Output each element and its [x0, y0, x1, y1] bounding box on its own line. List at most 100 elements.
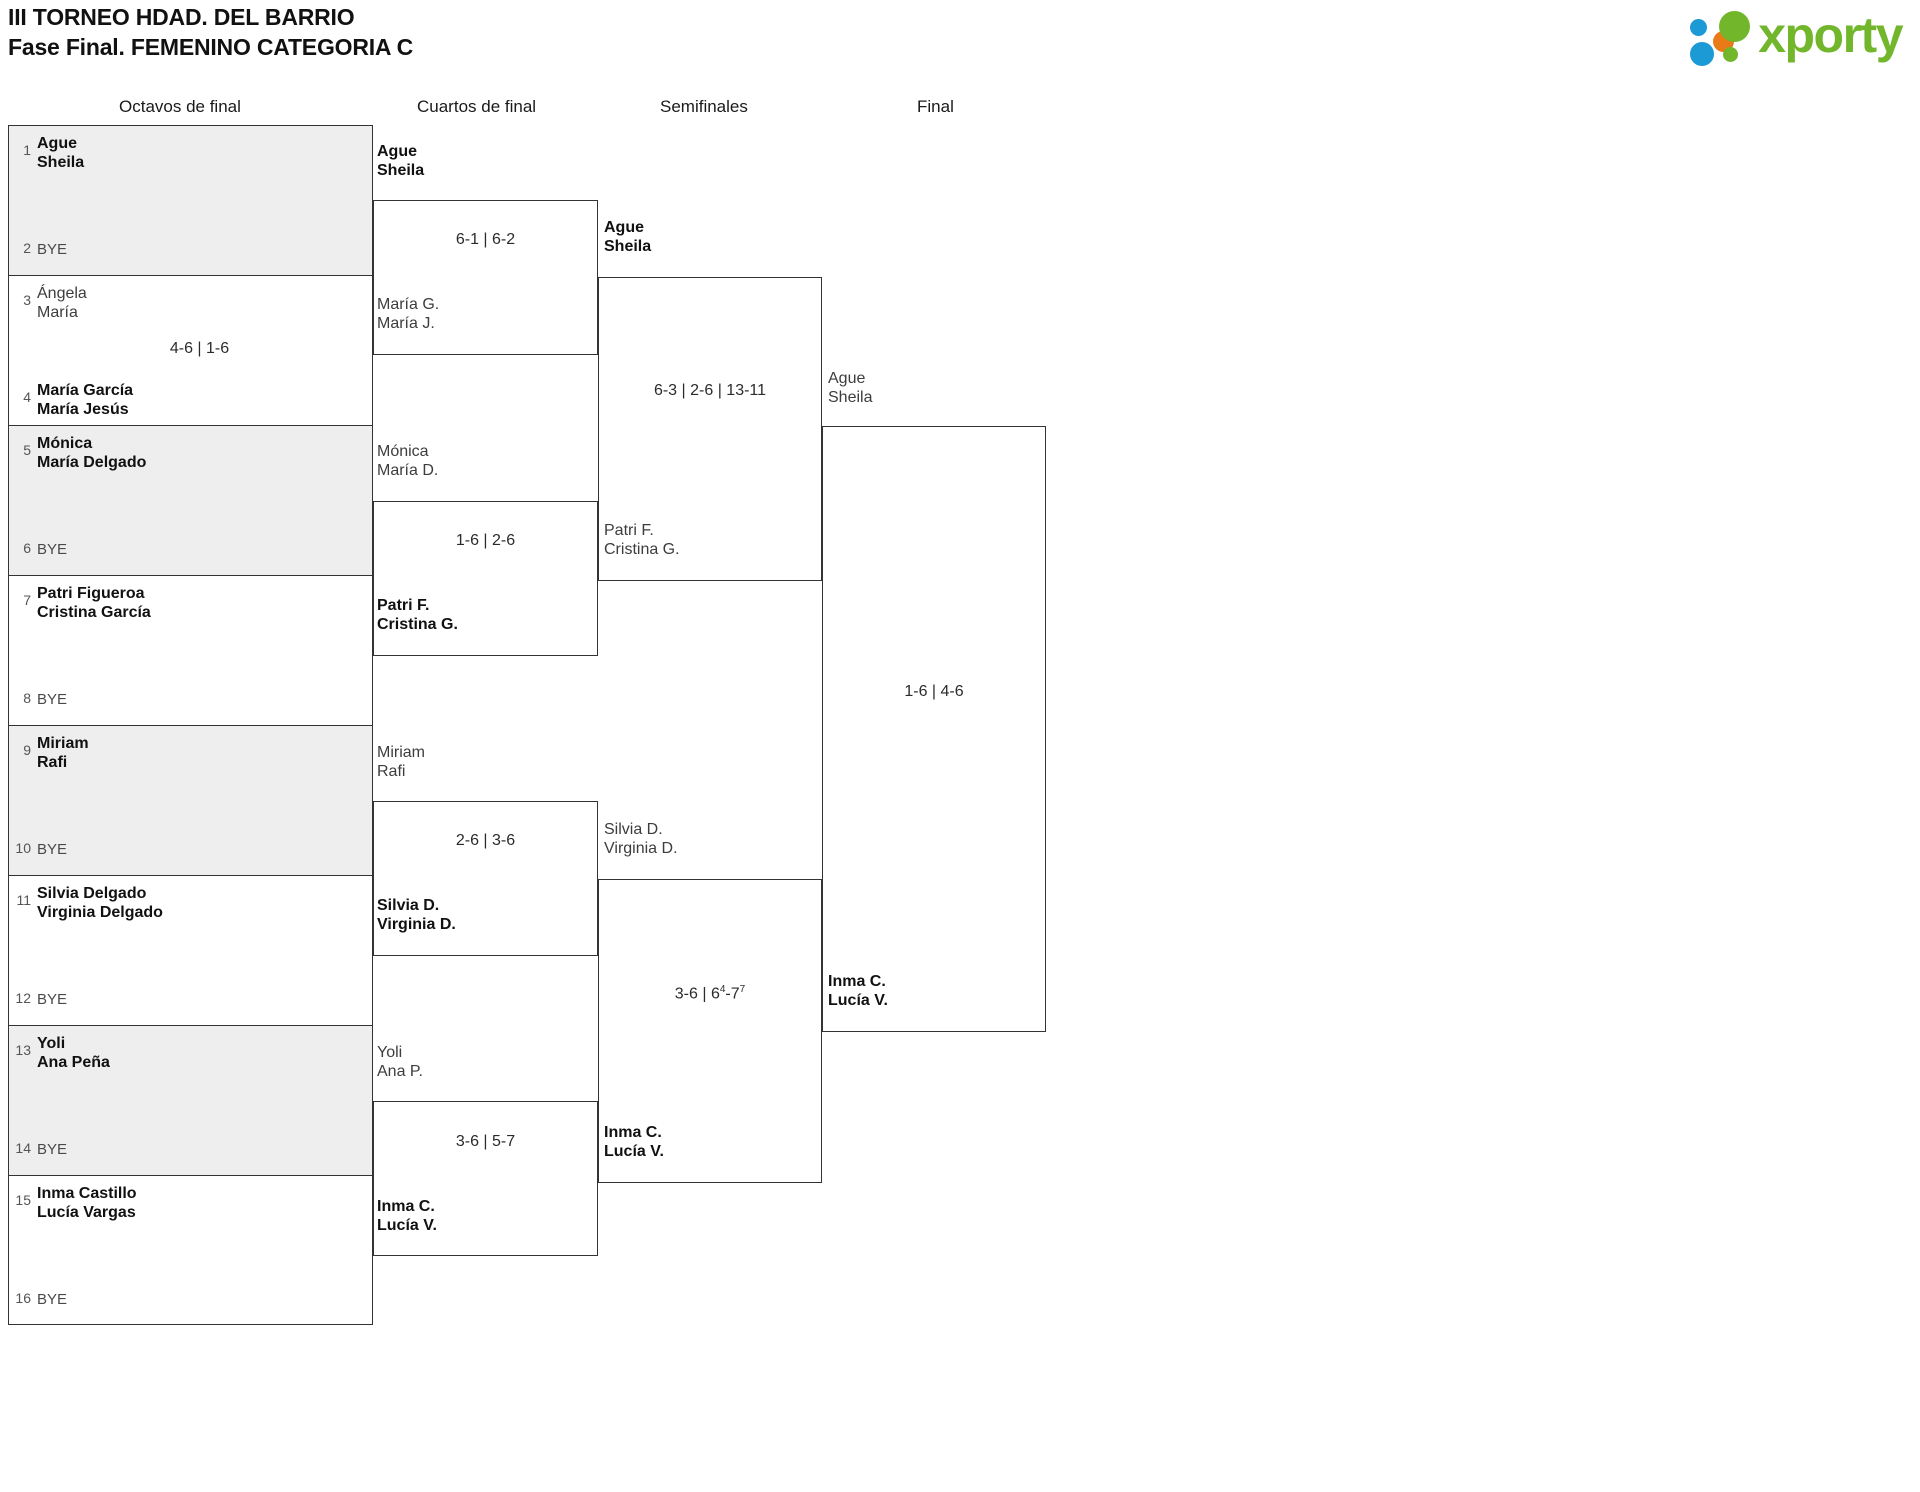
player-1: Patri Figueroa	[37, 585, 145, 602]
r2-match-3-box[interactable]	[373, 801, 598, 956]
r1-m1-top-team[interactable]: 1 Ague Sheila	[9, 134, 372, 172]
r2-m2-bottom-team[interactable]: Patri F. Cristina G.	[377, 596, 458, 634]
r2-m3-top-team[interactable]: Miriam Rafi	[377, 743, 425, 781]
player-2: María J.	[377, 315, 435, 332]
r1-m4-top-team[interactable]: 7 Patri Figueroa Cristina García	[9, 584, 372, 622]
seed-number: 14	[15, 1140, 31, 1156]
player-1: BYE	[37, 841, 68, 858]
r3-m2-score: 3-6 | 64-77	[598, 984, 822, 1003]
r2-m2-score: 1-6 | 2-6	[455, 532, 516, 549]
player-1: Silvia D.	[604, 821, 663, 838]
player-1: Silvia D.	[377, 897, 440, 914]
r3-match-1-box[interactable]	[598, 277, 822, 581]
r1-m7-top-team[interactable]: 13 Yoli Ana Peña	[9, 1034, 372, 1072]
player-2: Sheila	[604, 238, 652, 255]
r3-m1-top-team[interactable]: Ague Sheila	[604, 218, 651, 256]
r1-m3-top-team[interactable]: 5 Mónica María Delgado	[9, 434, 372, 472]
player-1: BYE	[37, 241, 68, 258]
player-1: Ague	[828, 370, 866, 387]
round-header-final: Final	[917, 97, 954, 116]
r1-match-7[interactable]: 13 Yoli Ana Peña 14 BYE	[8, 1025, 373, 1175]
r1-m2-score: 4-6 | 1-6	[169, 340, 230, 357]
round-header-cuartos: Cuartos de final	[417, 97, 537, 116]
player-1: Patri F.	[377, 597, 430, 614]
r1-m2-bottom-team[interactable]: 4 María García María Jesús	[9, 381, 372, 419]
player-1: BYE	[37, 691, 68, 708]
r2-m4-bottom-team[interactable]: Inma C. Lucía V.	[377, 1197, 437, 1235]
player-1: Mónica	[377, 443, 429, 460]
player-2: Virginia D.	[604, 840, 678, 857]
player-1: BYE	[37, 1141, 68, 1158]
seed-number: 7	[23, 592, 31, 608]
r1-m4-bottom-team[interactable]: 8 BYE	[9, 690, 372, 709]
player-2: María Jesús	[37, 401, 129, 418]
r1-match-5[interactable]: 9 Miriam Rafi 10 BYE	[8, 725, 373, 875]
r2-m4-top-team[interactable]: Yoli Ana P.	[377, 1043, 423, 1081]
r2-m1-bottom-team[interactable]: María G. María J.	[377, 295, 439, 333]
player-1: Inma C.	[604, 1124, 662, 1141]
player-2: Ana P.	[377, 1063, 423, 1080]
r1-m1-bottom-team[interactable]: 2 BYE	[9, 240, 372, 259]
player-1: Miriam	[37, 735, 89, 752]
round-header-octavos: Octavos de final	[119, 97, 241, 116]
player-2: Ana Peña	[37, 1054, 110, 1071]
brand-wordmark: xporty	[1758, 7, 1903, 63]
player-1: Yoli	[377, 1044, 403, 1061]
player-1: Ague	[377, 143, 417, 160]
logo-dots-icon	[1690, 9, 1754, 66]
r4-top-team[interactable]: Ague Sheila	[828, 369, 872, 407]
r4-bottom-team[interactable]: Inma C. Lucía V.	[828, 972, 888, 1010]
r1-match-8[interactable]: 15 Inma Castillo Lucía Vargas 16 BYE	[8, 1175, 373, 1325]
r1-m2-top-team[interactable]: 3 Ángela María	[9, 284, 372, 322]
player-1: Inma C.	[377, 1198, 435, 1215]
team-names: BYE	[37, 690, 67, 709]
player-2: Rafi	[377, 763, 406, 780]
team-names: Inma Castillo Lucía Vargas	[37, 1184, 137, 1222]
r1-match-2[interactable]: 3 Ángela María 4-6 | 1-6 4 María García …	[8, 275, 373, 425]
r1-m8-bottom-team[interactable]: 16 BYE	[9, 1290, 372, 1309]
player-1: Yoli	[37, 1035, 66, 1052]
r1-m5-bottom-team[interactable]: 10 BYE	[9, 840, 372, 859]
r1-match-3[interactable]: 5 Mónica María Delgado 6 BYE	[8, 425, 373, 575]
r2-m1-score: 6-1 | 6-2	[455, 231, 516, 248]
team-names: BYE	[37, 1290, 67, 1309]
r1-match-6[interactable]: 11 Silvia Delgado Virginia Delgado 12 BY…	[8, 875, 373, 1025]
r3-m2-top-team[interactable]: Silvia D. Virginia D.	[604, 820, 678, 858]
team-names: BYE	[37, 840, 67, 859]
player-1: María García	[37, 382, 134, 399]
r2-m3-score: 2-6 | 3-6	[455, 832, 516, 849]
player-2: Cristina García	[37, 604, 151, 621]
r3-m1-bottom-team[interactable]: Patri F. Cristina G.	[604, 521, 680, 559]
score-tiebreak-1: 4	[719, 984, 726, 995]
score-tiebreak-2: 7	[739, 984, 746, 995]
r2-match-4-box[interactable]	[373, 1101, 598, 1256]
r4-final-box[interactable]	[822, 426, 1046, 1032]
r1-m3-bottom-team[interactable]: 6 BYE	[9, 540, 372, 559]
player-1: BYE	[37, 991, 68, 1008]
r3-m2-bottom-team[interactable]: Inma C. Lucía V.	[604, 1123, 664, 1161]
player-2: Lucía Vargas	[37, 1204, 136, 1221]
r2-match-2-box[interactable]	[373, 501, 598, 656]
logo-dot-green-small-icon	[1723, 47, 1739, 62]
r1-match-4[interactable]: 7 Patri Figueroa Cristina García 8 BYE	[8, 575, 373, 725]
r1-m6-bottom-team[interactable]: 12 BYE	[9, 990, 372, 1009]
r1-m5-top-team[interactable]: 9 Miriam Rafi	[9, 734, 372, 772]
r2-m1-top-team[interactable]: Ague Sheila	[377, 142, 424, 180]
player-1: Miriam	[377, 744, 425, 761]
r3-match-2-box[interactable]	[598, 879, 822, 1183]
r1-m6-top-team[interactable]: 11 Silvia Delgado Virginia Delgado	[9, 884, 372, 922]
score-part-2: -7	[725, 985, 740, 1003]
r2-match-1-box[interactable]	[373, 200, 598, 355]
player-1: BYE	[37, 1291, 68, 1308]
r1-m8-top-team[interactable]: 15 Inma Castillo Lucía Vargas	[9, 1184, 372, 1222]
player-1: Inma Castillo	[37, 1185, 137, 1202]
seed-number: 4	[23, 389, 31, 405]
seed-number: 16	[15, 1290, 31, 1306]
r2-m2-top-team[interactable]: Mónica María D.	[377, 442, 438, 480]
r2-m3-bottom-team[interactable]: Silvia D. Virginia D.	[377, 896, 456, 934]
player-2: Virginia Delgado	[37, 904, 163, 921]
r1-match-1[interactable]: 1 Ague Sheila 2 BYE	[8, 125, 373, 275]
r1-m7-bottom-team[interactable]: 14 BYE	[9, 1140, 372, 1159]
player-1: Inma C.	[828, 973, 886, 990]
